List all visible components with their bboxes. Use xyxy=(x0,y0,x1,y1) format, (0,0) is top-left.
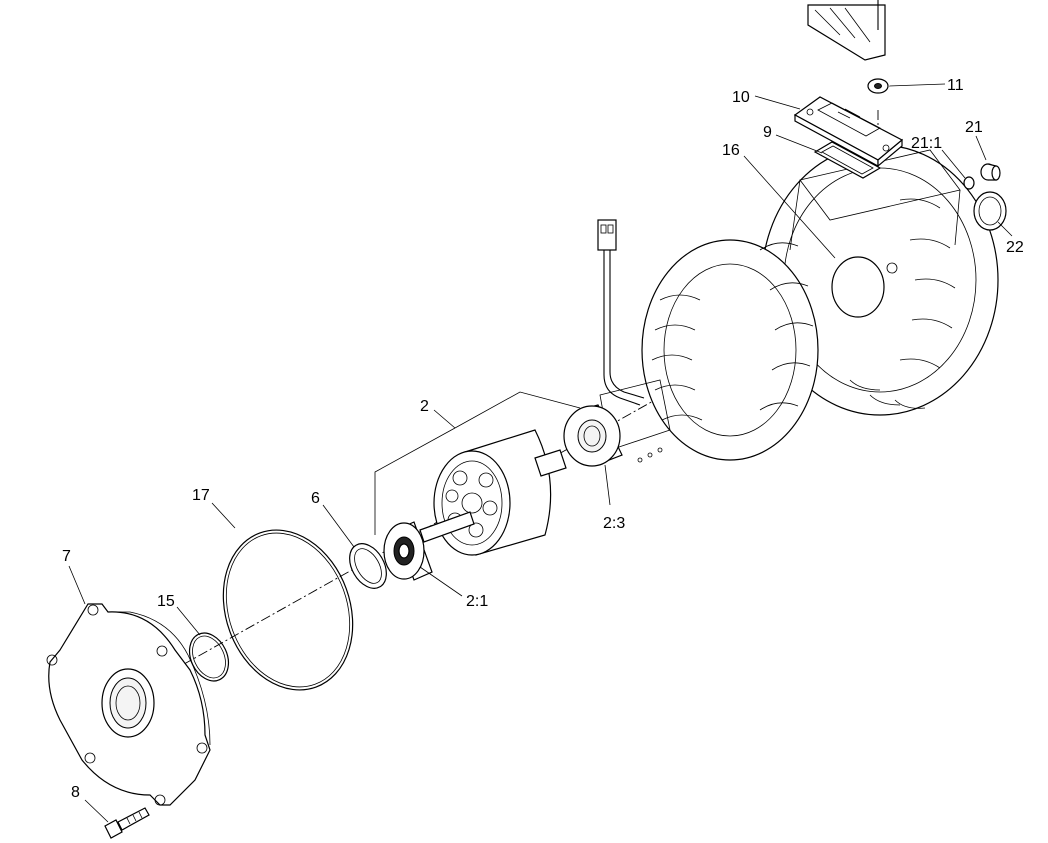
end-cover-part-7 xyxy=(46,603,211,806)
callout-2: 2 xyxy=(420,398,429,415)
stator-housing xyxy=(637,144,999,463)
callout-15: 15 xyxy=(157,593,175,610)
bearing-ring-part-2-3 xyxy=(563,404,623,467)
housing-bore xyxy=(831,256,885,318)
rotor-face xyxy=(433,450,511,556)
bearing-part-2-1 xyxy=(383,521,433,581)
callout-6: 6 xyxy=(311,490,320,507)
o-ring-part-21-1 xyxy=(963,176,975,190)
o-ring-part-6 xyxy=(349,543,387,589)
callout-labels: 2 2:1 2:3 6 7 8 9 10 11 15 16 17 21 21:1… xyxy=(62,77,1024,801)
callout-8: 8 xyxy=(71,784,80,801)
cover-plate-part-10 xyxy=(793,96,904,168)
callout-21-1: 21:1 xyxy=(911,135,942,152)
bolt-part-8 xyxy=(104,807,150,839)
callout-2-3: 2:3 xyxy=(603,515,625,532)
callout-9: 9 xyxy=(763,124,772,141)
callout-11: 11 xyxy=(947,77,964,94)
large-o-ring-part-17 xyxy=(222,529,354,691)
callout-17: 17 xyxy=(192,487,210,504)
callout-21: 21 xyxy=(965,119,983,136)
leader-lines xyxy=(68,83,1013,823)
rotor-assembly-part-2 xyxy=(419,429,567,556)
callout-16: 16 xyxy=(722,142,740,159)
cover-mount-hole xyxy=(87,604,99,616)
seal-ring-part-22 xyxy=(973,191,1007,231)
callout-10: 10 xyxy=(732,89,750,106)
top-connector-bracket xyxy=(807,0,886,61)
callout-2-1: 2:1 xyxy=(466,593,488,610)
plug-part-21 xyxy=(980,163,1001,181)
callout-22: 22 xyxy=(1006,239,1024,256)
gasket-part-9 xyxy=(813,141,882,179)
washer-part-11 xyxy=(867,78,889,94)
harness-plug xyxy=(597,219,617,251)
callout-7: 7 xyxy=(62,548,71,565)
